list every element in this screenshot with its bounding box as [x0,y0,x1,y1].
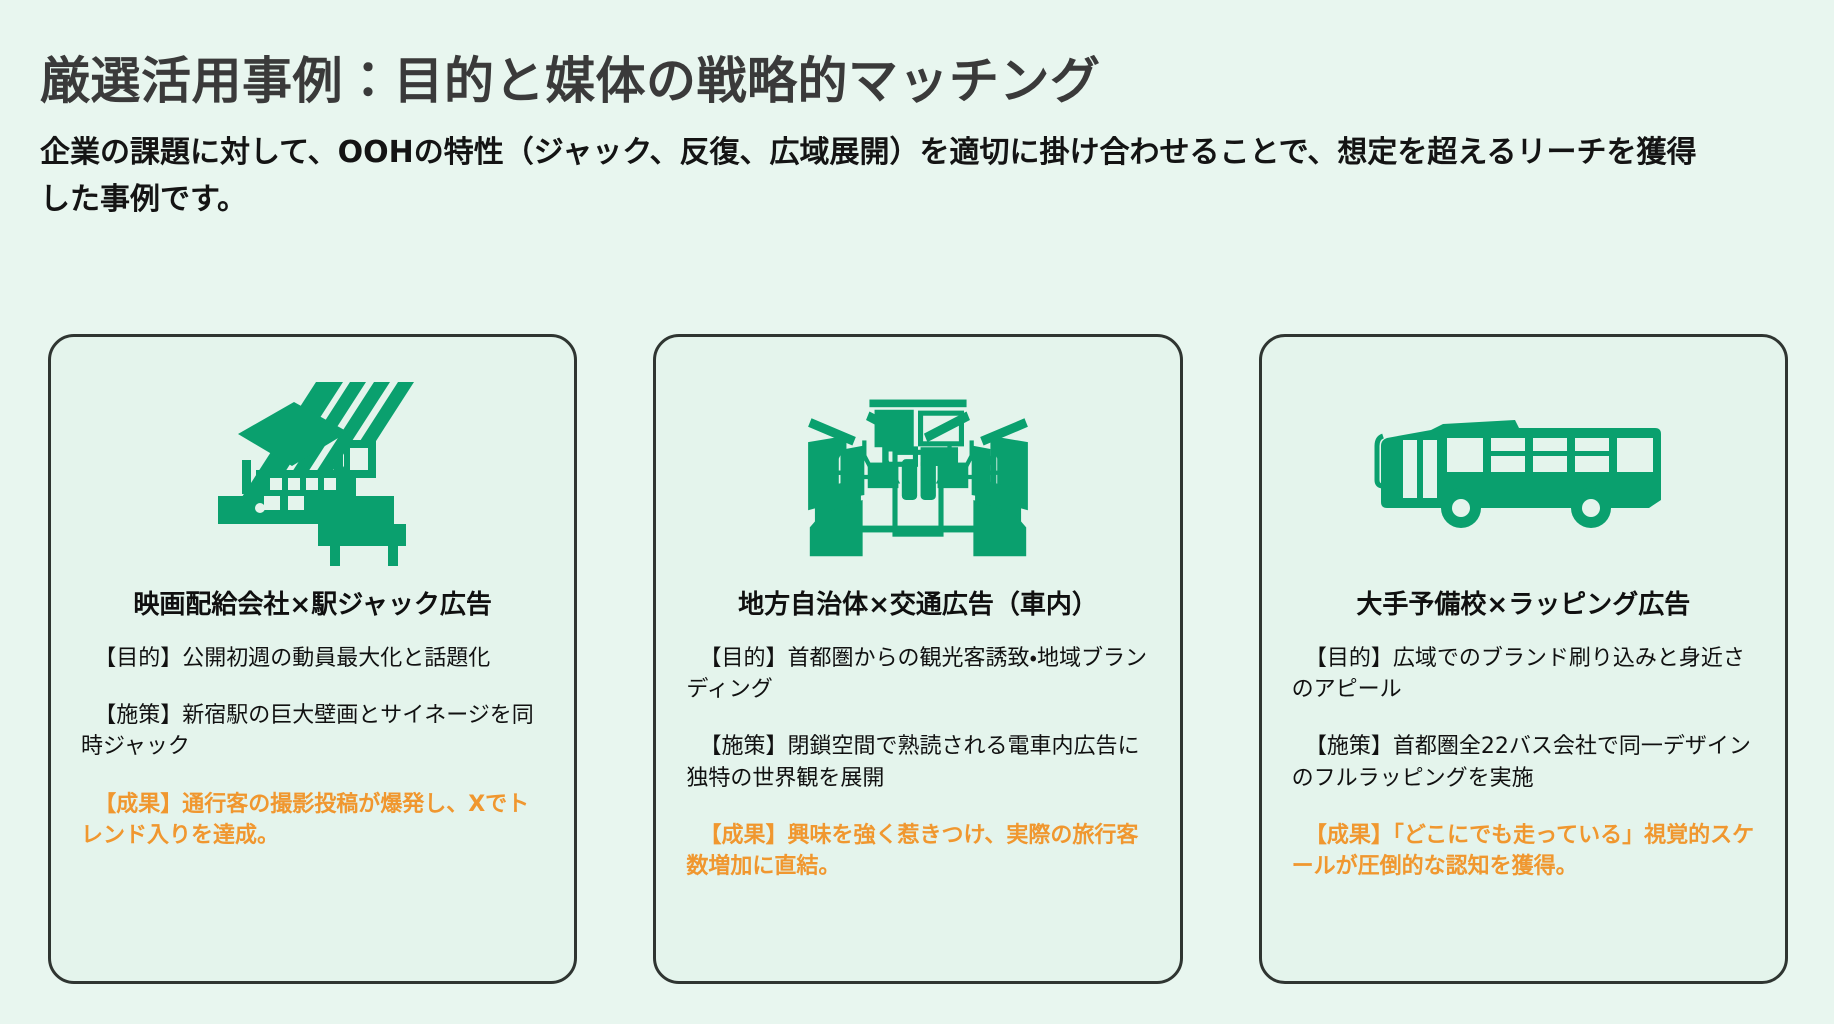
case-measure: 【施策】首都圏全22バス会社で同一デザインのフルラッピングを実施 [1291,734,1751,791]
case-purpose: 【目的】広域でのブランド刷り込みと身近さのアピール [1291,645,1745,703]
case-result: 【成果】「どこにでも走っている」視覚的スケールが圧倒的な認知を獲得。 [1291,822,1755,879]
page-title: 厳選活用事例：目的と媒体の戦略的マッチング [40,52,1101,110]
case-card-2[interactable]: 地方自治体×交通広告（車内） 【目的】首都圏からの観光客誘致・地域ブランディング… [653,334,1183,984]
train-interior-icon [803,369,1033,579]
bus-icon [1373,369,1673,579]
case-card-title: 映画配給会社×駅ジャック広告 [133,590,492,620]
case-card-body: 【目的】公開初週の動員最大化と話題化 【施策】新宿駅の巨大壁画とサイネージを同時… [73,643,552,851]
case-card-body: 【目的】首都圏からの観光客誘致・地域ブランディング 【施策】閉鎖空間で熟読される… [678,643,1157,882]
case-measure: 【施策】新宿駅の巨大壁画とサイネージを同時ジャック [81,703,534,760]
case-purpose: 【目的】公開初週の動員最大化と話題化 [94,645,491,671]
page-subtitle: 企業の課題に対して、OOHの特性（ジャック、反復、広域展開）を適切に掛け合わせる… [40,135,1697,217]
case-card-body: 【目的】広域でのブランド刷り込みと身近さのアピール 【施策】首都圏全22バス会社… [1284,643,1763,882]
case-card-title: 大手予備校×ラッピング広告 [1356,590,1691,620]
case-result: 【成果】通行客の撮影投稿が爆発し、Xでトレンド入りを達成。 [81,791,530,848]
case-card-list: 映画配給会社×駅ジャック広告 【目的】公開初週の動員最大化と話題化 【施策】新宿… [48,334,1788,984]
case-card-3[interactable]: 大手予備校×ラッピング広告 【目的】広域でのブランド刷り込みと身近さのアピール … [1258,334,1788,984]
station-train-jack-icon [198,369,428,579]
case-purpose: 【目的】首都圏からの観光客誘致・地域ブランディング [686,645,1147,703]
case-card-title: 地方自治体×交通広告（車内） [738,590,1098,620]
case-result: 【成果】興味を強く惹きつけ、実際の旅行客数増加に直結。 [686,822,1139,879]
slide-header: 厳選活用事例：目的と媒体の戦略的マッチング 企業の課題に対して、OOHの特性（ジ… [40,52,1760,223]
case-measure: 【施策】閉鎖空間で熟読される電車内広告に独特の世界観を展開 [686,734,1140,791]
case-card-1[interactable]: 映画配給会社×駅ジャック広告 【目的】公開初週の動員最大化と話題化 【施策】新宿… [48,334,578,984]
